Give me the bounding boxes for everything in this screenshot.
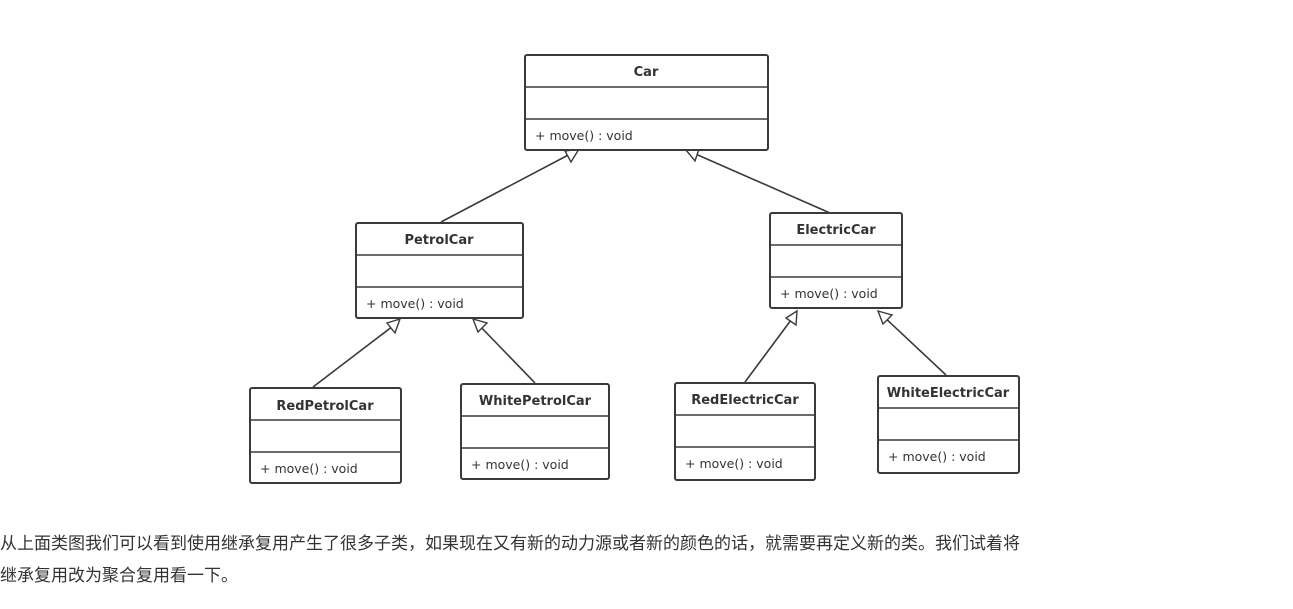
edge-whiteelectriccar-to-electriccar <box>876 309 947 376</box>
class-whiteelectriccar: WhiteElectricCar + move() : void <box>877 375 1020 474</box>
class-redelectriccar: RedElectricCar + move() : void <box>674 382 816 481</box>
class-name: RedElectricCar <box>691 393 799 408</box>
inheritance-arrowhead-icon <box>876 309 894 326</box>
class-method: + move() : void <box>260 461 358 476</box>
class-name: WhitePetrolCar <box>479 394 592 409</box>
class-redpetrolcar: RedPetrolCar + move() : void <box>249 387 402 484</box>
class-name: Car <box>634 65 659 80</box>
edge-whitepetrolcar-to-petrolcar <box>471 317 536 384</box>
class-method: + move() : void <box>780 286 878 301</box>
class-petrolcar: PetrolCar + move() : void <box>355 222 524 319</box>
class-method: + move() : void <box>471 457 569 472</box>
paragraph-line: 从上面类图我们可以看到使用继承复用产生了很多子类，如果现在又有新的动力源或者新的… <box>0 534 1020 554</box>
class-method: + move() : void <box>535 128 633 143</box>
class-car: Car + move() : void <box>524 54 769 151</box>
inheritance-arrowhead-icon <box>471 317 489 334</box>
edge-electriccar-to-car <box>684 148 831 214</box>
inheritance-arrowhead-icon <box>385 317 402 335</box>
class-name: PetrolCar <box>404 233 474 248</box>
class-whitepetrolcar: WhitePetrolCar + move() : void <box>460 383 610 480</box>
uml-class-diagram: Car + move() : void PetrolCar + move() :… <box>249 54 1020 484</box>
class-method: + move() : void <box>685 456 783 471</box>
class-name: WhiteElectricCar <box>887 386 1010 401</box>
description-paragraph: 从上面类图我们可以看到使用继承复用产生了很多子类，如果现在又有新的动力源或者新的… <box>0 528 1280 592</box>
class-name: RedPetrolCar <box>276 399 374 414</box>
paragraph-line: 继承复用改为聚合复用看一下。 <box>0 566 238 586</box>
class-electriccar: ElectricCar + move() : void <box>769 212 903 309</box>
inheritance-arrowhead-icon <box>784 309 798 327</box>
class-method: + move() : void <box>888 449 986 464</box>
class-name: ElectricCar <box>796 223 876 238</box>
edge-redelectriccar-to-electriccar <box>744 309 798 383</box>
class-method: + move() : void <box>366 296 464 311</box>
edge-petrolcar-to-car <box>440 148 581 223</box>
edge-redpetrolcar-to-petrolcar <box>312 317 402 388</box>
